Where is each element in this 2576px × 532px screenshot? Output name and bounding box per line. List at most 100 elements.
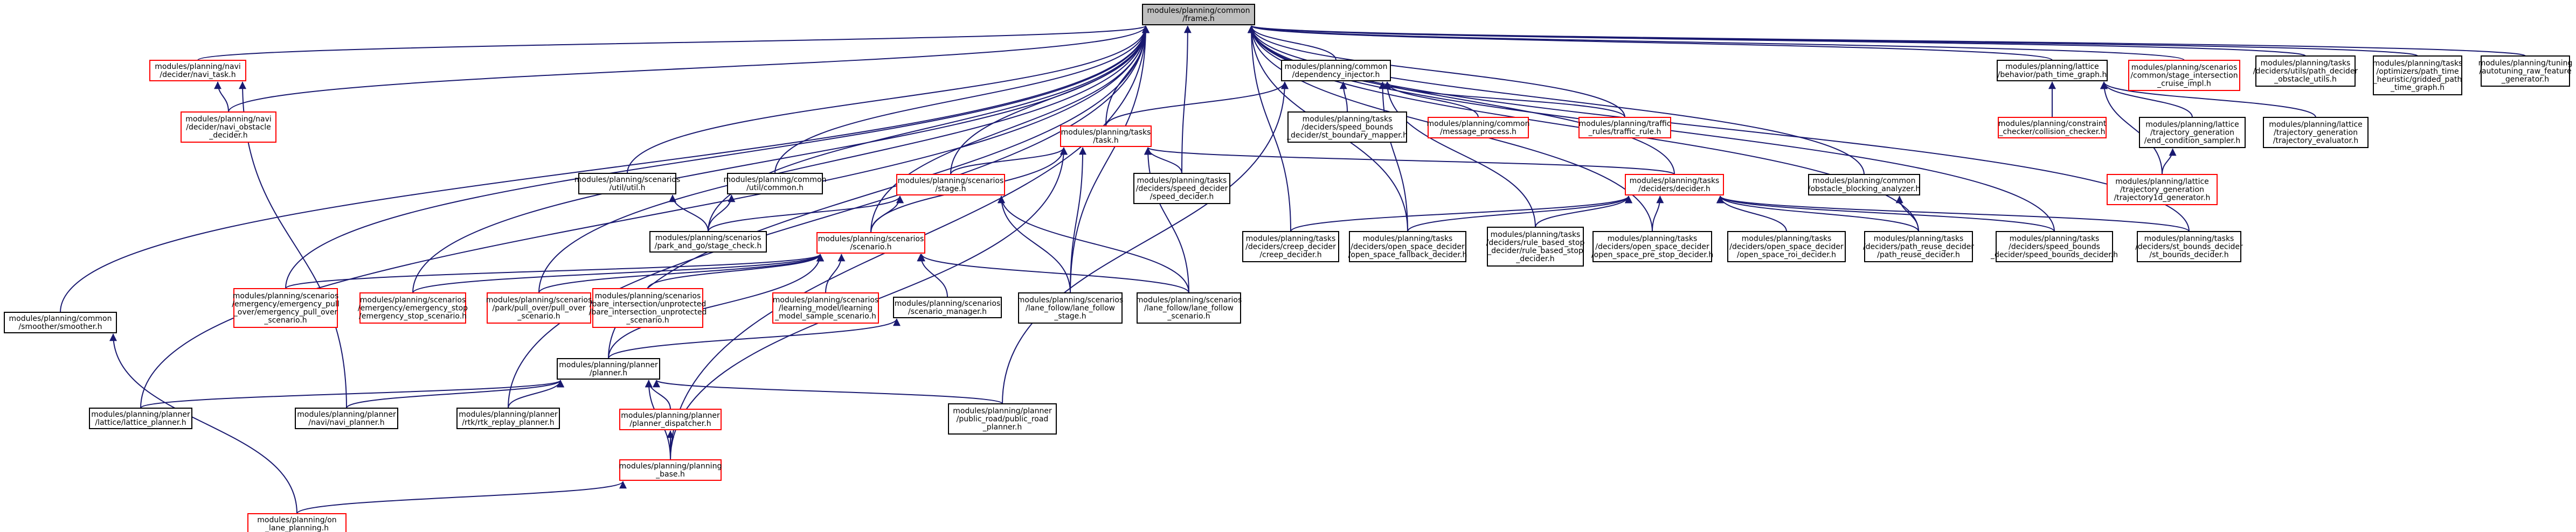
edge-lane-follow-stage-to-frame	[1070, 25, 1149, 293]
node-creep-decider[interactable]: modules/planning/tasks/deciders/creep_de…	[1242, 231, 1339, 262]
node-label-line: modules/planning/tasks	[1061, 128, 1151, 137]
node-label-line: modules/planning/lattice	[2145, 121, 2239, 129]
edge	[346, 380, 564, 409]
node-gridded-path-time-graph[interactable]: modules/planning/tasks/optimizers/path_t…	[2373, 55, 2463, 95]
node-label-line: /public_road/public_road	[957, 415, 1049, 424]
node-on-lane-planning[interactable]: modules/planning/on_lane_planning.h	[247, 513, 347, 532]
node-path-reuse[interactable]: modules/planning/tasks/deciders/path_reu…	[1863, 231, 1974, 262]
node-scenario[interactable]: modules/planning/scenarios/scenario.h	[816, 232, 925, 254]
node-end-condition-sampler[interactable]: modules/planning/lattice/trajectory_gene…	[2139, 117, 2246, 148]
node-label-line: /trajectory_generation	[2120, 186, 2204, 194]
node-message-process[interactable]: modules/planning/common/message_process.…	[1427, 117, 1530, 138]
edge	[1290, 195, 1632, 232]
edge	[653, 380, 1003, 404]
node-open-space-fallback[interactable]: modules/planning/tasks/deciders/open_spa…	[1348, 231, 1467, 262]
node-planning-base[interactable]: modules/planning/planning_base.h	[619, 459, 722, 481]
edge-util-common-to-frame	[774, 25, 1149, 174]
node-navi-task[interactable]: modules/planning/navi/decider/navi_task.…	[149, 60, 246, 81]
node-traffic-rule[interactable]: modules/planning/traffic_rules/traffic_r…	[1578, 117, 1671, 138]
edge	[608, 318, 901, 359]
edge	[1248, 25, 1865, 175]
node-autotuning[interactable]: modules/planning/tuning/autotuning_raw_f…	[2478, 55, 2573, 87]
node-box	[896, 174, 1005, 195]
node-park-and-go[interactable]: modules/planning/scenarios/park_and_go/s…	[649, 231, 767, 253]
node-open-space-pre-stop[interactable]: modules/planning/tasks/deciders/open_spa…	[1591, 231, 1713, 262]
node-lane-follow-scenario[interactable]: modules/planning/scenarios/lane_follow/l…	[1136, 292, 1242, 324]
node-label-line: _over/emergency_pull_over	[233, 308, 338, 317]
node-navi-planner[interactable]: modules/planning/planner/navi/navi_plann…	[295, 408, 398, 429]
node-emergency-pull-over[interactable]: modules/planning/scenarios/emergency/eme…	[232, 288, 340, 328]
header-nodes: modules/planning/common/frame.h modules/p…	[4, 4, 2572, 532]
edge	[538, 254, 824, 293]
node-box	[948, 403, 1057, 435]
node-util-common[interactable]: modules/planning/common/util/common.h	[724, 173, 827, 194]
edge	[285, 254, 824, 289]
edge-path-decider-obstacle-utils-to-frame	[1248, 25, 2306, 57]
node-rule-based-stop[interactable]: modules/planning/tasks/deciders/rule_bas…	[1486, 227, 1585, 267]
node-box	[1428, 117, 1529, 138]
node-label-line: /open_space_pre_stop_decider.h	[1591, 251, 1713, 260]
node-collision-checker[interactable]: modules/planning/constraint_checker/coll…	[1998, 117, 2107, 138]
node-task[interactable]: modules/planning/tasks/task.h	[1060, 125, 1152, 147]
node-trajectory1d-generator[interactable]: modules/planning/lattice/trajectory_gene…	[2107, 174, 2218, 205]
node-decider[interactable]: modules/planning/tasks/deciders/decider.…	[1625, 174, 1724, 195]
node-box	[1018, 292, 1123, 324]
node-open-space-roi[interactable]: modules/planning/tasks/deciders/open_spa…	[1727, 231, 1846, 262]
node-speed-decider[interactable]: modules/planning/tasks/deciders/speed_de…	[1133, 173, 1230, 204]
node-label-line: modules/planning/navi	[185, 115, 272, 124]
node-box	[2263, 117, 2369, 148]
edge	[1248, 25, 2185, 61]
node-label-line: modules/planning/scenarios	[895, 299, 1001, 308]
edge	[1248, 25, 2418, 57]
edge-public-road-to-dependency-injector	[1002, 81, 1289, 404]
node-label-line: /frame.h	[1182, 15, 1215, 23]
node-path-time-graph[interactable]: modules/planning/lattice/behavior/path_t…	[1997, 60, 2108, 81]
node-st-boundary-mapper[interactable]: modules/planning/tasks/deciders/speed_bo…	[1286, 111, 1408, 143]
node-box	[893, 297, 1002, 318]
node-pull-over[interactable]: modules/planning/scenarios/park/pull_ove…	[486, 292, 592, 324]
node-frame[interactable]: modules/planning/common/frame.h	[1142, 4, 1255, 25]
edge-navi-planner-to-planner	[346, 380, 564, 409]
node-lane-follow-stage[interactable]: modules/planning/scenarios/lane_follow/l…	[1017, 292, 1124, 324]
node-stage[interactable]: modules/planning/scenarios/stage.h	[896, 174, 1005, 195]
node-label-line: _generator.h	[2501, 75, 2549, 84]
node-planner[interactable]: modules/planning/planner/planner.h	[557, 358, 660, 380]
node-speed-bounds-decider[interactable]: modules/planning/tasks/deciders/speed_bo…	[1990, 231, 2118, 262]
node-learning-model[interactable]: modules/planning/scenarios/learning_mode…	[772, 292, 879, 324]
node-public-road[interactable]: modules/planning/planner/public_road/pub…	[948, 403, 1057, 435]
node-planner-dispatcher[interactable]: modules/planning/planner/planner_dispatc…	[619, 409, 722, 430]
node-label-line: /dependency_injector.h	[1292, 71, 1380, 79]
node-box	[578, 173, 676, 194]
node-st-bounds-decider[interactable]: modules/planning/tasks/deciders/st_bound…	[2135, 231, 2243, 262]
node-box	[1625, 174, 1724, 195]
node-stage-intersection[interactable]: modules/planning/scenarios/common/stage_…	[2128, 60, 2240, 91]
node-label-line: modules/planning/tasks	[1137, 177, 1227, 185]
node-label-line: _scenario.h	[517, 312, 560, 321]
node-box	[1578, 117, 1671, 138]
node-label-line: /scenario.h	[850, 243, 891, 251]
edge-st-bounds-decider-to-decider	[1716, 195, 2190, 232]
edge	[1379, 81, 1408, 232]
edge	[2100, 81, 2316, 118]
node-label-line: /park_and_go/stage_check.h	[655, 242, 762, 250]
node-dependency-injector[interactable]: modules/planning/common/dependency_injec…	[1281, 60, 1391, 81]
node-obstacle-blocking[interactable]: modules/planning/common/obstacle_blockin…	[1808, 174, 1921, 195]
edge	[1383, 81, 1479, 118]
node-navi-obstacle[interactable]: modules/planning/navi/decider/navi_obsta…	[181, 111, 276, 143]
node-util[interactable]: modules/planning/scenarios/util/util.h	[574, 173, 681, 194]
node-rtk-replay[interactable]: modules/planning/planner/rtk/rtk_replay_…	[456, 408, 560, 429]
node-box	[233, 288, 338, 328]
node-emergency-stop[interactable]: modules/planning/scenarios/emergency/eme…	[358, 292, 468, 324]
node-scenario-manager[interactable]: modules/planning/scenarios/scenario_mana…	[893, 297, 1002, 318]
node-label-line: _heuristic/gridded_path	[2373, 75, 2462, 84]
node-path-decider-obstacle-utils[interactable]: modules/planning/tasks/deciders/utils/pa…	[2253, 55, 2358, 87]
edge-planner-to-scenario	[608, 254, 824, 359]
node-label-line: modules/planning/scenarios	[655, 234, 761, 242]
node-label-line: modules/planning/constraint	[1998, 120, 2107, 128]
node-lattice-planner[interactable]: modules/planning/planner/lattice/lattice…	[89, 408, 192, 429]
node-bare-intersection[interactable]: modules/planning/scenarios/bare_intersec…	[589, 288, 707, 328]
edge-rule-based-stop-to-decider	[1535, 195, 1632, 228]
node-smoother[interactable]: modules/planning/common/smoother/smoothe…	[4, 312, 117, 333]
node-label-line: /planner_dispatcher.h	[629, 419, 711, 428]
node-trajectory-evaluator[interactable]: modules/planning/lattice/trajectory_gene…	[2263, 117, 2369, 148]
